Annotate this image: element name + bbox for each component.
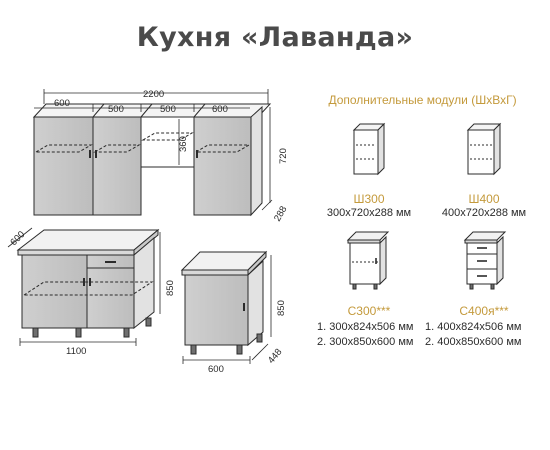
dim-line-depth	[261, 199, 273, 211]
dim-label-total: 2200	[143, 89, 164, 100]
countertop-side	[247, 250, 267, 277]
dim-label-height: 850	[276, 300, 287, 316]
module-icon-s300	[346, 231, 390, 290]
dim-label-seg1: 600	[54, 98, 70, 109]
dim-label-height: 720	[278, 148, 289, 164]
upper-top-divider	[193, 103, 206, 118]
dim-label-width: 1100	[66, 346, 86, 357]
lower-right-dimensions	[182, 255, 272, 364]
dim-label-mid-height: 360	[178, 136, 189, 152]
upper-cabinets	[32, 103, 272, 217]
countertop-edge	[17, 249, 135, 256]
leg	[256, 333, 263, 343]
leg	[32, 327, 39, 338]
hidden-shelf	[93, 144, 141, 153]
lower-left-dimensions	[7, 227, 161, 346]
leg	[190, 344, 197, 355]
module-size-line: 1. 400х824х506 мм	[425, 321, 522, 333]
lower-door	[184, 274, 249, 346]
upper-door-500	[92, 116, 142, 216]
module-icon-sh300	[352, 122, 386, 176]
upper-door-600-right	[193, 116, 252, 216]
module-code-sh400: Ш400	[468, 192, 500, 206]
module-code-s400ya: С400я***	[459, 304, 509, 318]
upper-open-shelf	[140, 116, 195, 168]
upper-door-600	[33, 116, 94, 216]
leg	[236, 344, 243, 355]
dim-label-depth: 288	[272, 204, 289, 223]
module-icon-s400ya	[463, 231, 507, 290]
dim-label-seg2: 500	[108, 104, 124, 115]
module-size-line: 2. 400х850х600 мм	[425, 336, 522, 348]
countertop-edge	[181, 269, 249, 276]
hidden-shelf	[34, 144, 93, 153]
upper-side-face	[250, 105, 263, 217]
module-size-sh400: 400х720х288 мм	[441, 207, 527, 219]
upper-dimensions	[34, 89, 273, 211]
module-size-line: 1. 300х824х506 мм	[317, 321, 414, 333]
hidden-shelf	[141, 132, 194, 141]
upper-top-divider	[92, 103, 105, 118]
leg	[145, 317, 152, 327]
page-title: Кухня «Лаванда»	[136, 22, 414, 53]
module-size-sh300: 300х720х288 мм	[326, 207, 412, 219]
countertop-side	[133, 228, 159, 257]
module-size-line: 2. 300х850х600 мм	[317, 336, 414, 348]
lower-door-left	[21, 254, 88, 329]
module-code-s300: С300***	[347, 304, 391, 318]
dim-label-seg4: 600	[212, 104, 228, 115]
module-sizes-s300: 1. 300х824х506 мм 2. 300х850х600 мм	[317, 320, 467, 350]
dim-label-width: 600	[208, 364, 224, 375]
upper-top-divider	[140, 103, 153, 118]
dim-line-depth	[7, 227, 33, 248]
lower-side-face	[133, 236, 155, 330]
lower-side-face	[247, 259, 264, 347]
dim-line-depth	[251, 343, 269, 361]
leg	[75, 327, 82, 338]
leg	[123, 327, 130, 338]
module-sizes-s400ya: 1. 400х824х506 мм 2. 400х850х600 мм	[425, 320, 550, 350]
module-icon-sh400	[466, 122, 502, 176]
lower-right-cabinet	[180, 250, 268, 355]
hidden-shelf	[22, 281, 154, 296]
modules-section-title: Дополнительные модули (ШхВхГ)	[328, 93, 517, 107]
dim-label-seg3: 500	[160, 104, 176, 115]
lower-door-right	[86, 267, 135, 329]
lower-left-cabinet	[16, 228, 160, 338]
module-code-sh300: Ш300	[353, 192, 385, 206]
hidden-shelf	[194, 144, 251, 153]
dim-label-height: 850	[165, 280, 176, 296]
dim-label-depth: 448	[266, 347, 285, 366]
